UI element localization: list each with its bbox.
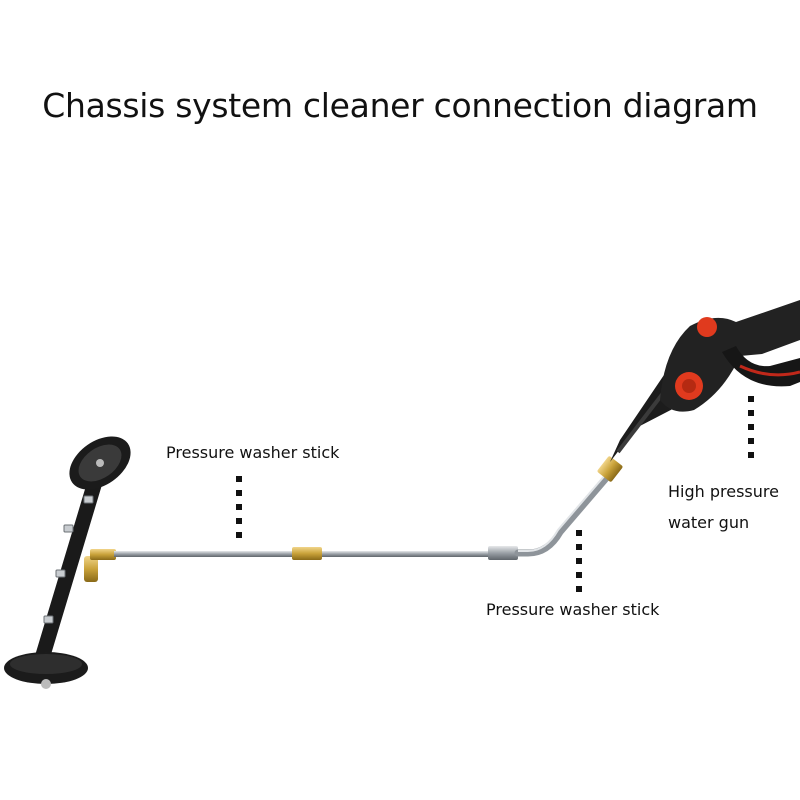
undercarriage-cleaner <box>4 436 131 689</box>
label-pressure-washer-stick-right: Pressure washer stick <box>486 600 660 619</box>
gun-label-line-1: High pressure <box>668 482 779 501</box>
high-pressure-water-gun <box>610 300 800 462</box>
pressure-washer-stick-left <box>114 546 518 560</box>
dotted-leader-water-gun <box>748 396 754 466</box>
dotted-leader-stick-right <box>576 530 582 600</box>
diagram-title: Chassis system cleaner connection diagra… <box>42 86 758 125</box>
label-pressure-washer-stick-left: Pressure washer stick <box>166 443 340 462</box>
pressure-washer-stick-right <box>514 456 623 557</box>
gun-label-line-2: water gun <box>668 513 750 532</box>
dotted-leader-stick-left <box>236 476 242 546</box>
label-high-pressure-water-gun: High pressure water gun <box>668 476 779 538</box>
